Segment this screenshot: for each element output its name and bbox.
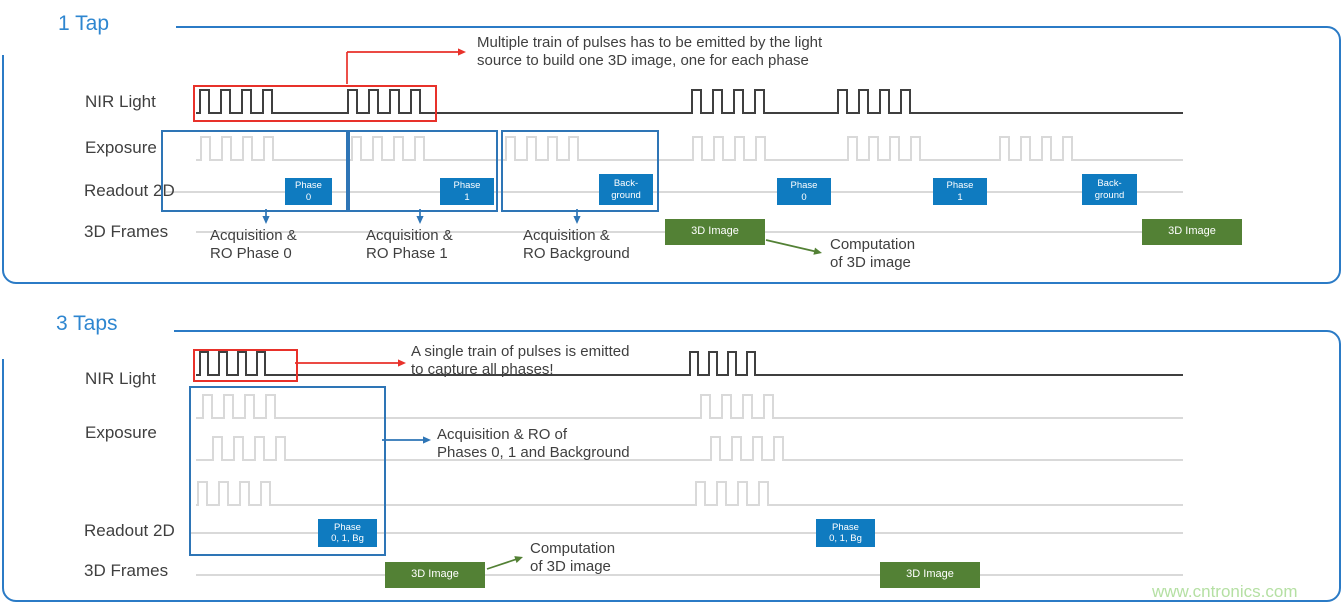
p1-badge-3d-image-b: 3D Image: [1142, 219, 1242, 245]
p1-background-group-box: [501, 130, 659, 212]
p2-row-label-3d-frames: 3D Frames: [84, 561, 169, 580]
p1-badge-3d-image-a-text: 3D Image: [691, 225, 739, 238]
one-tap-title: 1 Tap: [58, 12, 109, 35]
p1-acquisition-label-phase1: Acquisition & RO Phase 1: [366, 227, 453, 263]
p2-row-label-exposure: Exposure: [85, 423, 157, 442]
p1-acq0-line1: Acquisition &: [210, 227, 297, 244]
p1-row-label-nir-light: NIR Light: [85, 92, 156, 111]
p2-pulse-train-note-line1: A single train of pulses is emitted: [411, 343, 630, 360]
p2-acq-line1: Acquisition & RO of: [437, 426, 568, 443]
p1-badge-phase-1-a-text: Phase: [453, 180, 481, 192]
p1-acq2-line1: Acquisition &: [523, 227, 610, 244]
p1-badge-phase-0-a-text: Phase: [295, 180, 322, 192]
p2-badge-3d-image-a-text: 3D Image: [411, 568, 459, 581]
p1-pulse-train-note-line1: Multiple train of pulses has to be emitt…: [477, 34, 823, 51]
p1-badge-3d-image-a: 3D Image: [665, 219, 765, 245]
p1-badge-phase-0-b-text: 0: [801, 191, 807, 203]
p1-badge-background-b-text: ground: [1094, 189, 1125, 201]
p1-badge-phase-1-b-text: 1: [957, 191, 963, 203]
one-tap-title-gap: [0, 0, 176, 55]
p1-acquisition-label-background: Acquisition & RO Background: [523, 227, 630, 263]
three-taps-title: 3 Taps: [56, 312, 118, 335]
p1-phase1-group-box: [348, 130, 498, 212]
p1-badge-background-b: Back-ground: [1082, 174, 1137, 205]
p1-computation-line2: of 3D image: [830, 254, 911, 271]
one-tap-panel: [2, 26, 1341, 284]
p1-badge-background-b-text: Back-: [1097, 178, 1122, 190]
p1-badge-3d-image-b-text: 3D Image: [1168, 225, 1216, 238]
p2-computation-line2: of 3D image: [530, 558, 611, 575]
watermark: www.cntronics.com: [1152, 582, 1298, 601]
p1-phase0-group-box: [161, 130, 348, 212]
p1-acq0-line2: RO Phase 0: [210, 245, 292, 262]
p2-badge-3d-image-b-text: 3D Image: [906, 568, 954, 581]
p2-pulse-train-note: A single train of pulses is emitted to c…: [411, 343, 629, 379]
p1-badge-phase-1-a-text: 1: [464, 191, 470, 203]
p2-acquisition-label: Acquisition & RO of Phases 0, 1 and Back…: [437, 426, 630, 462]
p2-badge-phase-01bg-a-text: Phase: [334, 521, 361, 533]
p2-computation-line1: Computation: [530, 540, 616, 557]
p1-row-label-exposure: Exposure: [85, 138, 157, 157]
p1-acquisition-label-phase0: Acquisition & RO Phase 0: [210, 227, 297, 263]
three-taps-panel: [2, 330, 1341, 602]
p2-badge-3d-image-a: 3D Image: [385, 562, 485, 588]
p2-pulse-train-note-line2: to capture all phases!: [411, 361, 554, 378]
p1-badge-background-a-text: Back-: [613, 178, 639, 190]
p2-row-label-readout-2d: Readout 2D: [84, 521, 175, 540]
p2-badge-phase-01bg-a-text: 0, 1, Bg: [331, 533, 364, 544]
p1-acq1-line2: RO Phase 1: [366, 245, 448, 262]
p1-pulse-train-note: Multiple train of pulses has to be emitt…: [477, 34, 822, 70]
p1-computation-note: Computation of 3D image: [830, 236, 915, 272]
p1-badge-background-a-text: ground: [611, 189, 641, 201]
p1-row-label-readout-2d: Readout 2D: [84, 181, 175, 200]
p1-acq2-line2: RO Background: [523, 245, 630, 262]
p2-acquisition-group-box: [189, 386, 386, 556]
p1-computation-line1: Computation: [830, 236, 916, 253]
p1-pulse-train-note-line2: source to build one 3D image, one for ea…: [477, 52, 809, 69]
p2-row-label-nir-light: NIR Light: [85, 369, 156, 388]
three-taps-title-gap: [0, 316, 174, 359]
p1-badge-phase-0-a-text: 0: [305, 191, 312, 203]
p2-acq-line2: Phases 0, 1 and Background: [437, 444, 630, 461]
p2-computation-note: Computation of 3D image: [530, 540, 615, 576]
p1-badge-background-a: Back-ground: [599, 174, 653, 205]
p1-badge-phase-0-b-text: Phase: [790, 180, 818, 192]
p1-badge-phase-1-b-text: Phase: [946, 180, 974, 192]
p1-nir-highlight-box: [193, 85, 437, 122]
p1-acq1-line1: Acquisition &: [366, 227, 453, 244]
p1-row-label-3d-frames: 3D Frames: [84, 222, 169, 241]
p2-badge-3d-image-b: 3D Image: [880, 562, 980, 588]
p2-badge-phase-01bg-b-text: Phase: [832, 521, 859, 533]
p2-badge-phase-01bg-b-text: 0, 1, Bg: [829, 533, 862, 544]
p2-nir-highlight-box: [193, 349, 298, 382]
